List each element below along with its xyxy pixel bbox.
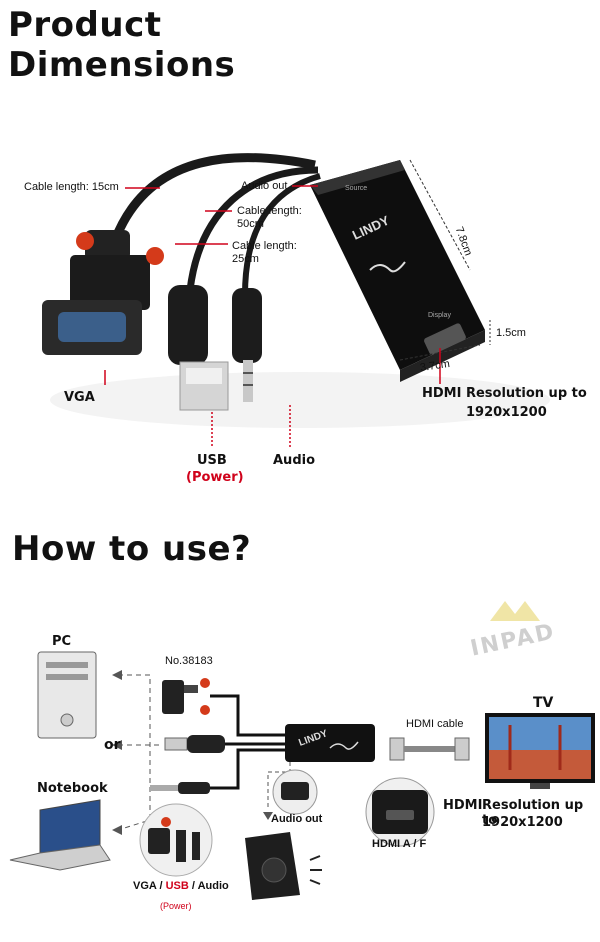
- speaker-icon: [245, 832, 322, 900]
- vga-connector: [42, 230, 164, 355]
- label-pc: PC: [52, 634, 72, 649]
- title-dimensions: Dimensions: [8, 45, 236, 85]
- title-product: Product: [8, 5, 162, 45]
- label-vga-part: VGA: [133, 880, 157, 892]
- display-text: Display: [428, 312, 451, 319]
- usb-plug: [168, 285, 229, 411]
- label-cable-15: Cable length: 15cm: [24, 181, 119, 193]
- slash-1: /: [156, 880, 166, 892]
- tv-icon: [485, 713, 595, 789]
- label-notebook: Notebook: [37, 781, 108, 796]
- label-res-2: 1920x1200: [482, 815, 563, 830]
- source-text: Source: [345, 185, 367, 192]
- adapter-box: LINDY Source Display: [310, 160, 485, 382]
- label-usb: USB: [197, 453, 227, 468]
- usage-illustration: LINDY: [9, 651, 595, 900]
- label-tv: TV: [533, 695, 554, 711]
- slash-2: /: [188, 880, 198, 892]
- title-how-to-use: How to use?: [12, 529, 252, 569]
- label-part-no: No.38183: [165, 655, 213, 667]
- label-audio-out: Audio out: [241, 180, 288, 192]
- label-usb-part: USB: [165, 880, 189, 892]
- label-dim-15: 1.5cm: [496, 327, 526, 339]
- label-cable-25-b: 25cm: [232, 253, 259, 265]
- hdmi-port-closeup-icon: [365, 777, 435, 847]
- audio-plug-icon: [150, 782, 210, 794]
- label-audio-out-usage: Audio out: [271, 813, 323, 825]
- label-vga: VGA: [64, 390, 95, 405]
- hdmi-cable-icon: [389, 737, 470, 761]
- notebook-icon: [9, 799, 111, 871]
- label-vga-usb-audio: VGA / USB / Audio: [133, 880, 229, 892]
- adapter-icon: LINDY: [285, 724, 375, 762]
- watermark-logo-icon: [490, 601, 540, 621]
- usb-cable: [186, 166, 319, 291]
- label-hdmi-af: HDMI A / F: [372, 838, 427, 850]
- label-cable-50-a: Cable length:: [237, 205, 302, 217]
- label-power: (Power): [186, 470, 244, 485]
- audio-jack: [232, 288, 262, 402]
- label-hdmi-res-1: HDMI Resolution up to: [422, 386, 587, 401]
- vga-plug-icon: [162, 678, 210, 715]
- label-hdmi-cable: HDMI cable: [406, 718, 464, 730]
- label-audio-part: Audio: [197, 880, 229, 892]
- label-hdmi: HDMI: [443, 798, 483, 813]
- label-cable-25-a: Cable length:: [232, 240, 297, 252]
- product-illustration: LINDY Source Display: [42, 153, 550, 447]
- pc-tower-icon: [37, 651, 97, 739]
- label-hdmi-res-2: 1920x1200: [466, 405, 547, 420]
- signature-logo: [369, 261, 406, 273]
- label-cable-50-b: 50cm: [237, 218, 264, 230]
- cable-closeup-icon: [139, 803, 213, 877]
- label-res-1: Resolution up to: [482, 798, 584, 828]
- vga-cable: [110, 153, 316, 242]
- label-power-usage: (Power): [160, 901, 192, 911]
- label-audio: Audio: [273, 453, 316, 468]
- audio-cable: [242, 173, 321, 296]
- audio-out-closeup-icon: [272, 769, 318, 815]
- label-or: or: [104, 737, 121, 753]
- usb-plug-icon: [164, 735, 225, 753]
